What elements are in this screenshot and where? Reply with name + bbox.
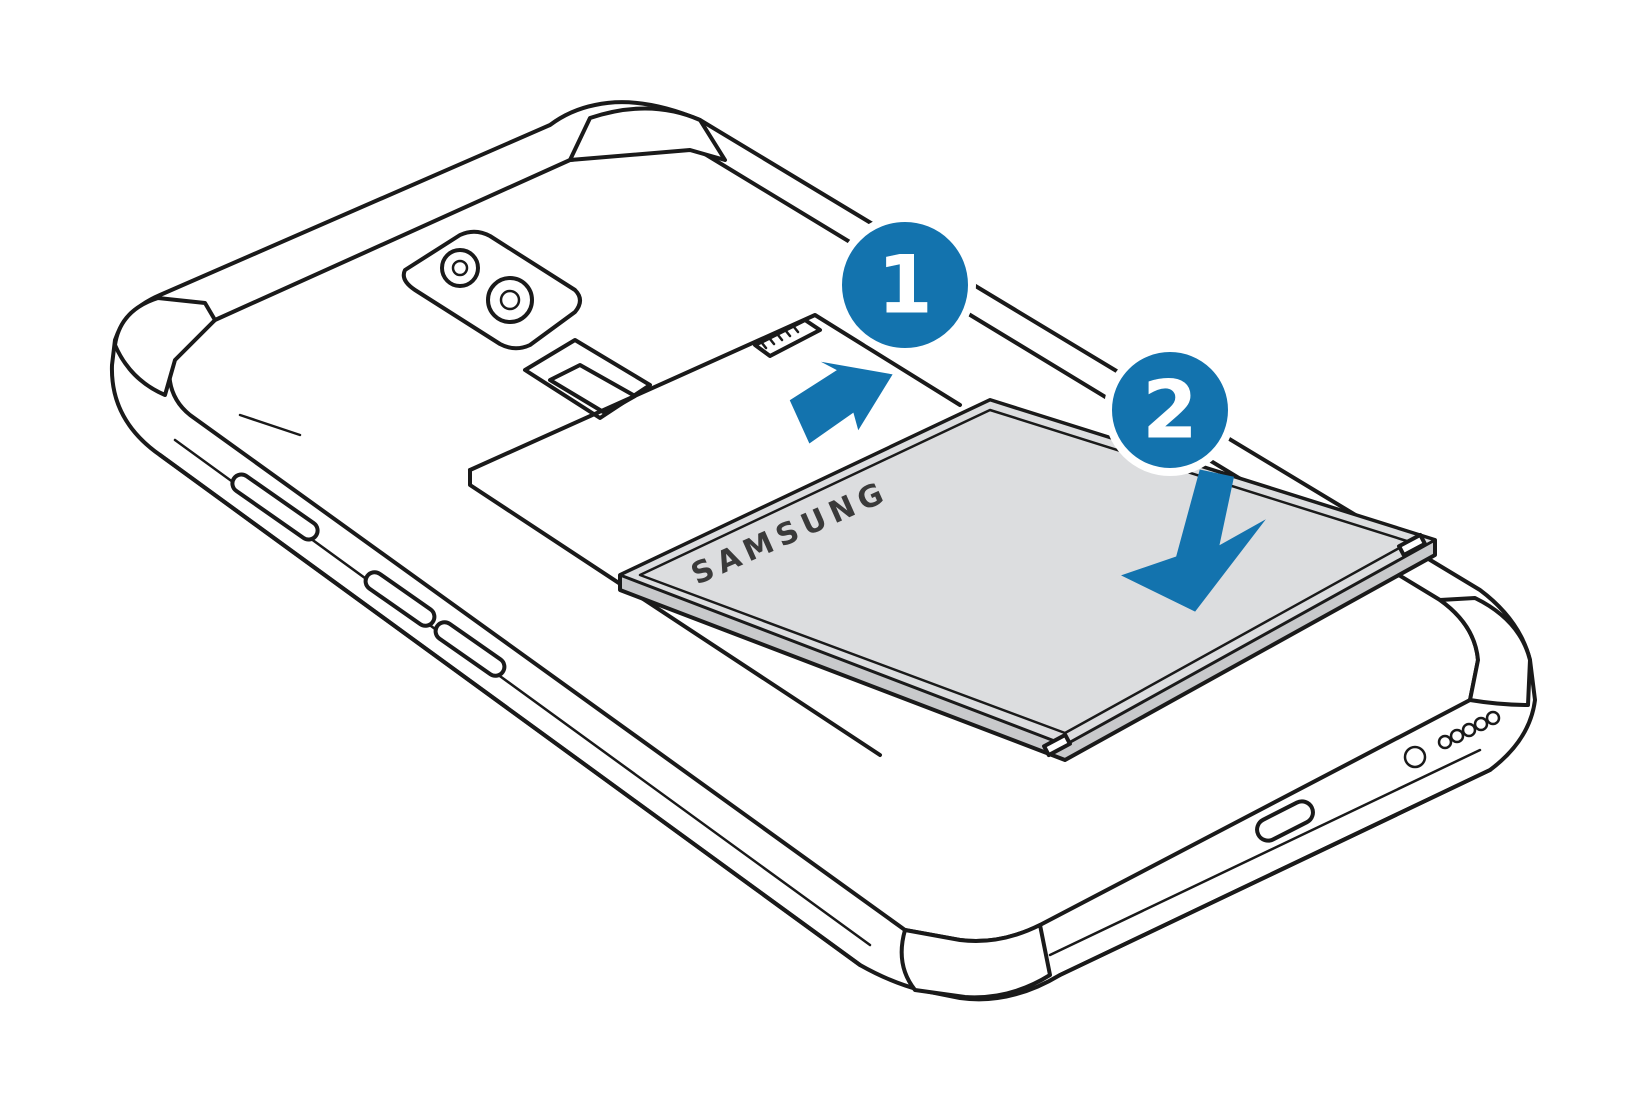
power-button <box>230 472 320 542</box>
battery-compartment <box>238 313 962 757</box>
camera-lens-small <box>440 248 480 288</box>
usb-port <box>1255 799 1315 843</box>
arrow-up-right-icon <box>789 361 893 444</box>
side-buttons <box>230 472 507 678</box>
step-badge-1: 1 <box>834 214 976 356</box>
volume-down-button <box>433 620 507 678</box>
headphone-jack <box>1403 745 1427 769</box>
card-slot <box>523 338 652 420</box>
step-badge-2-label: 2 <box>1142 364 1198 457</box>
bottom-ports <box>1255 710 1501 843</box>
battery-connector <box>753 318 822 358</box>
speaker-grille <box>1437 710 1501 750</box>
step-badge-2: 2 <box>1104 344 1236 476</box>
camera-module <box>401 229 582 351</box>
volume-up-button <box>363 570 437 628</box>
arrow-down-icon <box>1121 469 1266 612</box>
step-badge-1-label: 1 <box>877 239 933 332</box>
camera-lens-main <box>486 276 534 324</box>
